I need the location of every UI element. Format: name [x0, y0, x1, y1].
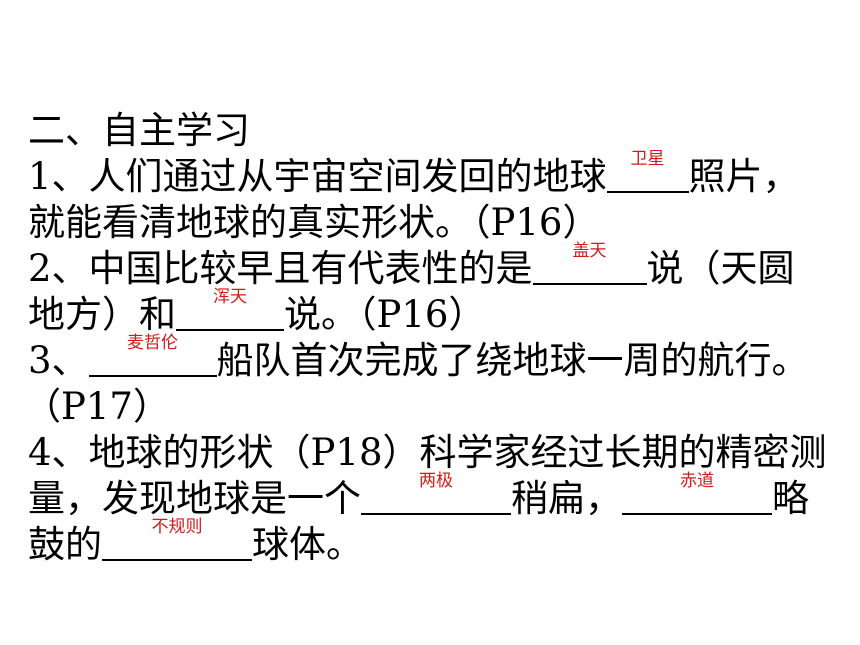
question-4-blank-1: 两极: [361, 471, 511, 515]
question-2-prefix: 2、中国比较早且有代表性的是: [28, 247, 533, 290]
question-4-answer-2: 赤道: [680, 471, 714, 491]
question-4-line-2: 量，发现地球是一个 两极 稍扁， 赤道 略: [28, 471, 809, 522]
question-1-blank: 卫星: [606, 149, 689, 193]
question-4-line-2-mid: 稍扁，: [511, 477, 622, 520]
question-2-answer-2: 浑天: [213, 287, 247, 307]
question-2-answer-1: 盖天: [572, 241, 607, 261]
question-3-answer: 麦哲伦: [127, 333, 179, 353]
question-4-line-3-prefix: 鼓的: [28, 523, 102, 566]
question-2-blank-1: 盖天: [532, 241, 647, 285]
question-1-line-2: 就能看清地球的真实形状。（P16）: [28, 201, 600, 244]
question-4-line-3-suffix: 球体。: [252, 523, 363, 566]
question-3-line-2: （P17）: [24, 385, 170, 428]
question-2-blank-2: 浑天: [176, 287, 284, 331]
question-1-answer: 卫星: [630, 149, 665, 169]
question-2-line-2-prefix: 地方）和: [28, 293, 176, 336]
question-4-answer-3: 不规则: [151, 517, 203, 537]
question-2-line-1: 2、中国比较早且有代表性的是 盖天 说（天圆: [28, 241, 795, 292]
question-1-suffix: 照片，: [688, 155, 800, 198]
question-3-line-1: 3、 麦哲伦 船队首次完成了绕地球一周的航行。: [28, 333, 809, 384]
question-1-prefix: 1、人们通过从宇宙空间发回的地球: [28, 155, 607, 198]
question-4-line-1: 4、地球的形状（P18）科学家经过长期的精密测: [28, 431, 827, 474]
question-4-line-3: 鼓的 不规则 球体。: [28, 517, 363, 568]
question-4-blank-3: 不规则: [102, 517, 252, 561]
question-3-prefix: 3、: [28, 339, 89, 382]
question-4-blank-2: 赤道: [622, 471, 772, 515]
question-2-line-2: 地方）和 浑天 说。（P16）: [28, 287, 486, 338]
question-4-line-2-prefix: 量，发现地球是一个: [28, 477, 361, 520]
section-heading: 二、自主学习: [28, 109, 250, 152]
question-4-line-2-suffix: 略: [772, 477, 809, 520]
question-4-answer-1: 两极: [419, 471, 453, 491]
question-3-suffix: 船队首次完成了绕地球一周的航行。: [216, 339, 809, 382]
question-2-mid: 说（天圆: [646, 247, 795, 290]
question-1-line-1: 1、人们通过从宇宙空间发回的地球 卫星 照片，: [28, 149, 800, 200]
question-2-line-2-suffix: 说。（P16）: [284, 293, 486, 336]
question-3-blank: 麦哲伦: [88, 333, 217, 377]
